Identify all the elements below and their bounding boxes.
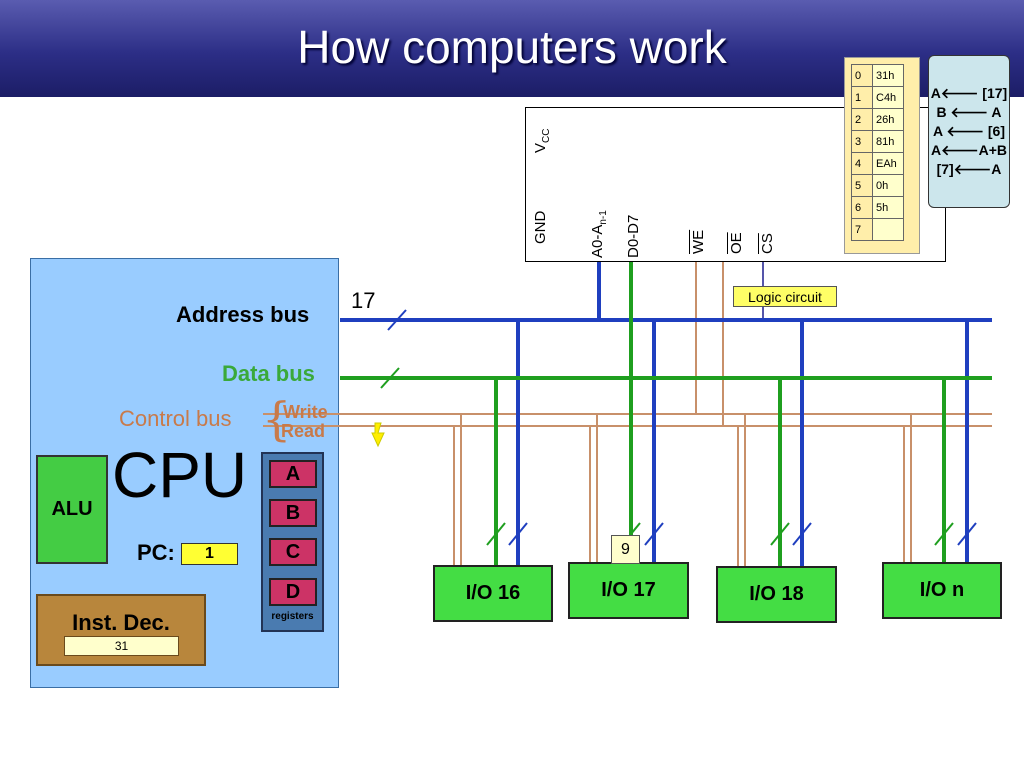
read-signal-label: Read xyxy=(281,421,326,441)
instruction-decoder: Inst. Dec. 31 xyxy=(36,594,206,666)
control-bus-label: Control bus xyxy=(119,406,232,431)
memory-address: 2 xyxy=(851,108,873,131)
memory-address: 1 xyxy=(851,86,873,109)
brace-icon: { xyxy=(262,392,292,446)
pin-we: WE xyxy=(690,229,707,254)
read-signal-arrow-icon xyxy=(371,422,385,448)
instruction-decoder-label: Inst. Dec. xyxy=(72,610,170,635)
pin-cs: CS xyxy=(759,233,776,254)
drop-mark xyxy=(792,522,812,546)
register-c: C xyxy=(269,538,317,566)
io17-value: 9 xyxy=(611,535,640,564)
pc-value: 1 xyxy=(181,543,238,565)
write-signal-label: Write xyxy=(283,402,328,422)
memory-address: 5 xyxy=(851,174,873,197)
memory-value: 26h xyxy=(872,108,904,131)
drop-mark xyxy=(770,522,790,546)
drop-mark xyxy=(486,522,506,546)
io-device-n: I/O n xyxy=(882,562,1002,619)
program-line: A 🡐 [6] xyxy=(932,123,1006,139)
memory-value: 81h xyxy=(872,130,904,153)
io-device-18: I/O 18 xyxy=(716,566,837,623)
memory-address: 7 xyxy=(851,218,873,241)
drop-mark xyxy=(934,522,954,546)
program-line: B 🡐 A xyxy=(936,104,1002,120)
drop-mark xyxy=(957,522,977,546)
memory-row: 7 xyxy=(851,218,904,241)
alu-block: ALU xyxy=(36,455,108,564)
pc-label: PC: xyxy=(137,540,175,565)
pin-gnd: GND xyxy=(532,210,549,244)
program-line: [7]🡐A xyxy=(936,161,1002,177)
register-a: A xyxy=(269,460,317,488)
registers-caption: registers xyxy=(271,611,314,622)
memory-address: 6 xyxy=(851,196,873,219)
slide-title: How computers work xyxy=(297,21,727,73)
memory-value xyxy=(872,218,904,241)
memory-value: 5h xyxy=(872,196,904,219)
address-bus-label: Address bus xyxy=(176,302,310,327)
pin-oe: OE xyxy=(728,232,745,254)
pin-data: D0-D7 xyxy=(625,214,642,258)
data-bus-label: Data bus xyxy=(222,361,315,386)
pin-vcc: VCC xyxy=(532,128,552,153)
memory-address: 3 xyxy=(851,130,873,153)
pin-address: A0-An-1 xyxy=(589,210,609,258)
memory-value: 31h xyxy=(872,64,904,87)
drop-mark xyxy=(644,522,664,546)
memory-address: 0 xyxy=(851,64,873,87)
memory-value: EAh xyxy=(872,152,904,175)
address-bus-width-mark xyxy=(387,309,407,331)
program-scroll: A🡐 [17] B 🡐 A A 🡐 [6] A🡐A+B [7]🡐A xyxy=(928,55,1010,208)
logic-circuit: Logic circuit xyxy=(733,286,837,307)
program-listing: A🡐 [17] B 🡐 A A 🡐 [6] A🡐A+B [7]🡐A xyxy=(929,84,1009,179)
cpu-label: CPU xyxy=(112,439,248,511)
register-b: B xyxy=(269,499,317,527)
io-device-16: I/O 16 xyxy=(433,565,553,622)
program-line: A🡐A+B xyxy=(930,142,1008,158)
program-line: A🡐 [17] xyxy=(930,85,1008,101)
memory-value: C4h xyxy=(872,86,904,109)
instruction-decoder-value: 31 xyxy=(64,636,179,656)
data-bus-width-mark xyxy=(380,367,400,389)
drop-mark xyxy=(508,522,528,546)
register-d: D xyxy=(269,578,317,606)
io-device-17: I/O 17 xyxy=(568,562,689,619)
registers-panel: A B C D registers xyxy=(261,452,324,632)
memory-value: 0h xyxy=(872,174,904,197)
memory-address: 4 xyxy=(851,152,873,175)
address-bus-width: 17 xyxy=(351,288,376,313)
